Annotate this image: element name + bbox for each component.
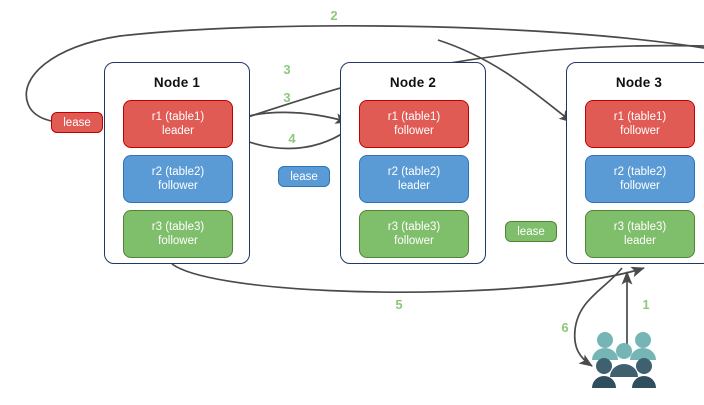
node-3-replica-r1-line1: r1 (table1)	[613, 111, 667, 123]
node-2-title: Node 2	[389, 75, 437, 90]
node-3-replica-r2[interactable]: r2 (table2) follower	[585, 155, 695, 203]
node-1-title: Node 1	[153, 75, 201, 90]
node-1-replica-r3-line2: follower	[158, 235, 198, 247]
node-2-replica-r1-line1: r1 (table1)	[387, 111, 441, 123]
node-1-replica-r2[interactable]: r2 (table2) follower	[123, 155, 233, 203]
arrow-step-5	[171, 263, 645, 294]
node-2: Node 2 r1 (table1) follower r2 (table2) …	[340, 62, 486, 264]
node-2-replica-r1-line2: follower	[394, 125, 434, 137]
node-3-replica-r2-line1: r2 (table2)	[613, 166, 667, 178]
lease-badge-r3[interactable]: lease	[505, 221, 557, 242]
node-3-replica-r3-line2: leader	[624, 235, 656, 247]
node-1-replica-r3-line1: r3 (table3)	[151, 221, 205, 233]
node-3-replica-r2-line2: follower	[620, 180, 660, 192]
node-1-replica-r3[interactable]: r3 (table3) follower	[123, 210, 233, 258]
node-3: Node 3 r1 (table1) follower r2 (table2) …	[566, 62, 704, 264]
node-2-replica-r1[interactable]: r1 (table1) follower	[359, 100, 469, 148]
node-3-title: Node 3	[615, 75, 663, 90]
step-label-4: 4	[288, 131, 296, 146]
node-3-replica-r3-line1: r3 (table3)	[613, 221, 667, 233]
step-label-3a: 3	[283, 62, 291, 77]
lease-badge-r1[interactable]: lease	[51, 112, 103, 133]
node-1-replica-r1[interactable]: r1 (table1) leader	[123, 100, 233, 148]
node-1-replica-r2-line2: follower	[158, 180, 198, 192]
node-2-replica-r2[interactable]: r2 (table2) leader	[359, 155, 469, 203]
users-icon	[592, 332, 656, 388]
node-2-replica-r2-line1: r2 (table2)	[387, 166, 441, 178]
node-3-replica-r1[interactable]: r1 (table1) follower	[585, 100, 695, 148]
node-3-replica-r3[interactable]: r3 (table3) leader	[585, 210, 695, 258]
step-label-3b: 3	[283, 90, 291, 105]
node-1: Node 1 r1 (table1) leader r2 (table2) fo…	[104, 62, 250, 264]
step-label-6: 6	[561, 320, 569, 335]
step-label-5: 5	[395, 297, 403, 312]
step-label-1: 1	[642, 297, 650, 312]
node-2-replica-r2-line2: leader	[398, 180, 430, 192]
node-1-replica-r1-line1: r1 (table1)	[151, 111, 205, 123]
step-label-2: 2	[330, 8, 338, 23]
node-2-replica-r3-line2: follower	[394, 235, 434, 247]
node-3-replica-r1-line2: follower	[620, 125, 660, 137]
lease-badge-r2[interactable]: lease	[278, 166, 330, 187]
node-1-replica-r1-line2: leader	[162, 125, 194, 137]
node-1-replica-r2-line1: r2 (table2)	[151, 166, 205, 178]
node-2-replica-r3-line1: r3 (table3)	[387, 221, 441, 233]
node-2-replica-r3[interactable]: r3 (table3) follower	[359, 210, 469, 258]
